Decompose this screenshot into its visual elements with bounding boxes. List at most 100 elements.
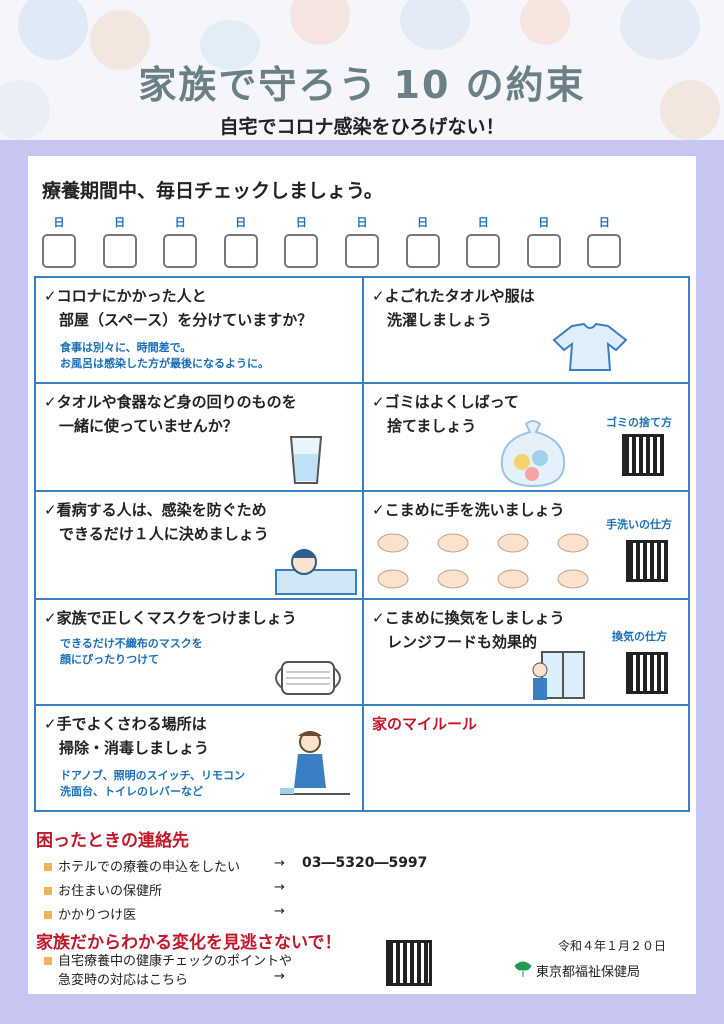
tree-decoration (18, 0, 88, 60)
page-title: 家族で守ろう 10 の約束 (138, 63, 586, 107)
contact-arrow: → (274, 856, 285, 871)
qr-label: ゴミの捨て方 (606, 416, 672, 429)
tree-decoration (200, 20, 260, 70)
ventilation-qr-code[interactable] (626, 652, 668, 694)
checklist-cell-no-sharing: ✓タオルや食器など身の回りのものを 一緒に使っていませんか？ (36, 384, 364, 492)
watch-changes-heading: 家族だからわかる変化を見逃さないで！ (36, 933, 342, 953)
glass-icon (289, 436, 323, 484)
checkbox-square[interactable] (223, 234, 258, 268)
tree-decoration (0, 80, 50, 140)
checklist-grid: ✓コロナにかかった人と 部屋（スペース）を分けていますか？ 食事は別々に、時間差… (34, 276, 690, 812)
checkbox-square[interactable] (405, 234, 440, 268)
watch-line-2: 急変時の対応はこちら (58, 969, 188, 988)
bullet-icon (44, 863, 52, 871)
contacts-heading: 困ったときの連絡先 (36, 831, 189, 851)
day-checkbox[interactable]: 日 (102, 214, 137, 268)
qr-label: 換気の仕方 (612, 630, 667, 643)
hand-icon (377, 569, 409, 589)
day-checkbox[interactable]: 日 (223, 214, 258, 268)
watch-line-2-text: 急変時の対応はこちら (58, 973, 189, 988)
organization-name: 東京都福祉保健局 (536, 965, 641, 980)
cell-title: ✓ゴミはよくしばって 捨てましょう (372, 393, 519, 435)
contact-row: お住まいの保健所 (44, 880, 162, 899)
checklist-cell-ventilation: ✓こまめに換気をしましょう レンジフードも効果的 換気の仕方 (364, 600, 688, 706)
tree-decoration (520, 0, 570, 45)
checklist-cell-house-rules: 家のマイルール (364, 706, 688, 810)
cell-title: ✓タオルや食器など身の回りのものを 一緒に使っていませんか？ (44, 393, 297, 435)
day-label: 日 (235, 216, 247, 229)
issue-date: 令和４年１月２０日 (558, 939, 667, 953)
day-checkbox[interactable]: 日 (405, 214, 440, 268)
contact-row: ホテルでの療養の申込をしたい (44, 856, 240, 875)
checkbox-square[interactable] (42, 234, 76, 268)
cell-note: ドアノブ、照明のスイッチ、リモコン 洗面台、トイレのレバーなど (60, 769, 246, 798)
hand-icon (437, 569, 469, 589)
day-checkbox[interactable]: 日 (163, 214, 198, 268)
bullet-icon (44, 957, 52, 965)
cell-note: 食事は別々に、時間差で。 お風呂は感染した方が最後になるように。 (60, 341, 269, 370)
daily-check-title: 療養期間中、毎日チェックしましょう。 (42, 180, 383, 202)
cell-title: ✓よごれたタオルや服は 洗濯しましょう (372, 287, 535, 329)
hand-icon (557, 533, 589, 553)
hand-icon (497, 569, 529, 589)
tree-decoration (290, 0, 350, 45)
day-checkbox[interactable]: 日 (587, 214, 622, 268)
day-label: 日 (538, 216, 550, 229)
checklist-cell-mask: ✓家族で正しくマスクをつけましょう できるだけ不織布のマスクを 顔にぴったりつけ… (36, 600, 364, 706)
checklist-cell-disinfect: ✓手でよくさわる場所は 掃除・消毒しましょう ドアノブ、照明のスイッチ、リモコン… (36, 706, 364, 810)
checklist-cell-garbage: ✓ゴミはよくしばって 捨てましょう ゴミの捨て方 (364, 384, 688, 492)
checkbox-square[interactable] (163, 234, 198, 268)
contact-label: ホテルでの療養の申込をしたい (58, 860, 241, 875)
day-label: 日 (53, 216, 65, 229)
day-checkbox[interactable]: 日 (284, 214, 319, 268)
header-banner (0, 0, 724, 140)
health-check-qr-code[interactable] (386, 940, 432, 986)
checkbox-square[interactable] (526, 234, 561, 268)
checklist-cell-caregiver: ✓看病する人は、感染を防ぐため できるだけ１人に決めましょう (36, 492, 364, 600)
checkbox-square[interactable] (102, 234, 137, 268)
day-label: 日 (114, 216, 126, 229)
watch-arrow: → (274, 969, 285, 984)
cell-note: できるだけ不織布のマスクを 顔にぴったりつけて (60, 637, 203, 666)
day-checkbox[interactable]: 日 (526, 214, 561, 268)
hand-icon (497, 533, 529, 553)
house-rules-title: 家のマイルール (372, 715, 478, 733)
garbage-qr-code[interactable] (622, 434, 664, 476)
checkbox-square[interactable] (587, 234, 622, 268)
shirt-icon (552, 322, 628, 371)
cell-title: ✓こまめに換気をしましょう レンジフードも効果的 (372, 609, 565, 651)
checkbox-square[interactable] (466, 234, 501, 268)
day-label: 日 (356, 216, 368, 229)
contact-label: お住まいの保健所 (58, 884, 163, 899)
bullet-icon (44, 911, 52, 919)
window-icon (532, 651, 585, 700)
cell-title: ✓手でよくさわる場所は 掃除・消毒しましょう (44, 715, 210, 757)
hand-icon (437, 533, 469, 553)
cleaning-person-icon (280, 731, 350, 795)
cell-title: ✓コロナにかかった人と 部屋（スペース）を分けていますか？ (44, 287, 313, 329)
day-label: 日 (598, 216, 610, 229)
mask-icon (275, 661, 341, 695)
tree-decoration (400, 0, 470, 50)
checklist-cell-separate-room: ✓コロナにかかった人と 部屋（スペース）を分けていますか？ 食事は別々に、時間差… (36, 278, 364, 384)
contact-arrow: → (274, 904, 285, 919)
day-label: 日 (295, 216, 307, 229)
tree-decoration (620, 0, 700, 60)
checklist-cell-laundry: ✓よごれたタオルや服は 洗濯しましょう (364, 278, 688, 384)
contact-value[interactable]: 03―5320―5997 (302, 855, 428, 871)
checkbox-square[interactable] (345, 234, 379, 268)
bullet-icon (44, 887, 52, 895)
hand-icon (377, 533, 409, 553)
garbage-bag-icon (500, 420, 566, 488)
day-checkbox[interactable]: 日 (42, 214, 76, 268)
handwash-qr-code[interactable] (626, 540, 668, 582)
contact-label: かかりつけ医 (58, 908, 137, 923)
day-checkbox[interactable]: 日 (466, 214, 501, 268)
tree-decoration (660, 80, 720, 140)
day-checkbox[interactable]: 日 (345, 214, 379, 268)
cell-title: ✓家族で正しくマスクをつけましょう (44, 609, 297, 627)
checkbox-square[interactable] (284, 234, 319, 268)
watch-line-1-text: 自宅療養中の健康チェックのポイントや (58, 954, 293, 969)
cell-title: ✓看病する人は、感染を防ぐため できるだけ１人に決めましょう (44, 501, 269, 543)
contact-arrow: → (274, 880, 285, 895)
